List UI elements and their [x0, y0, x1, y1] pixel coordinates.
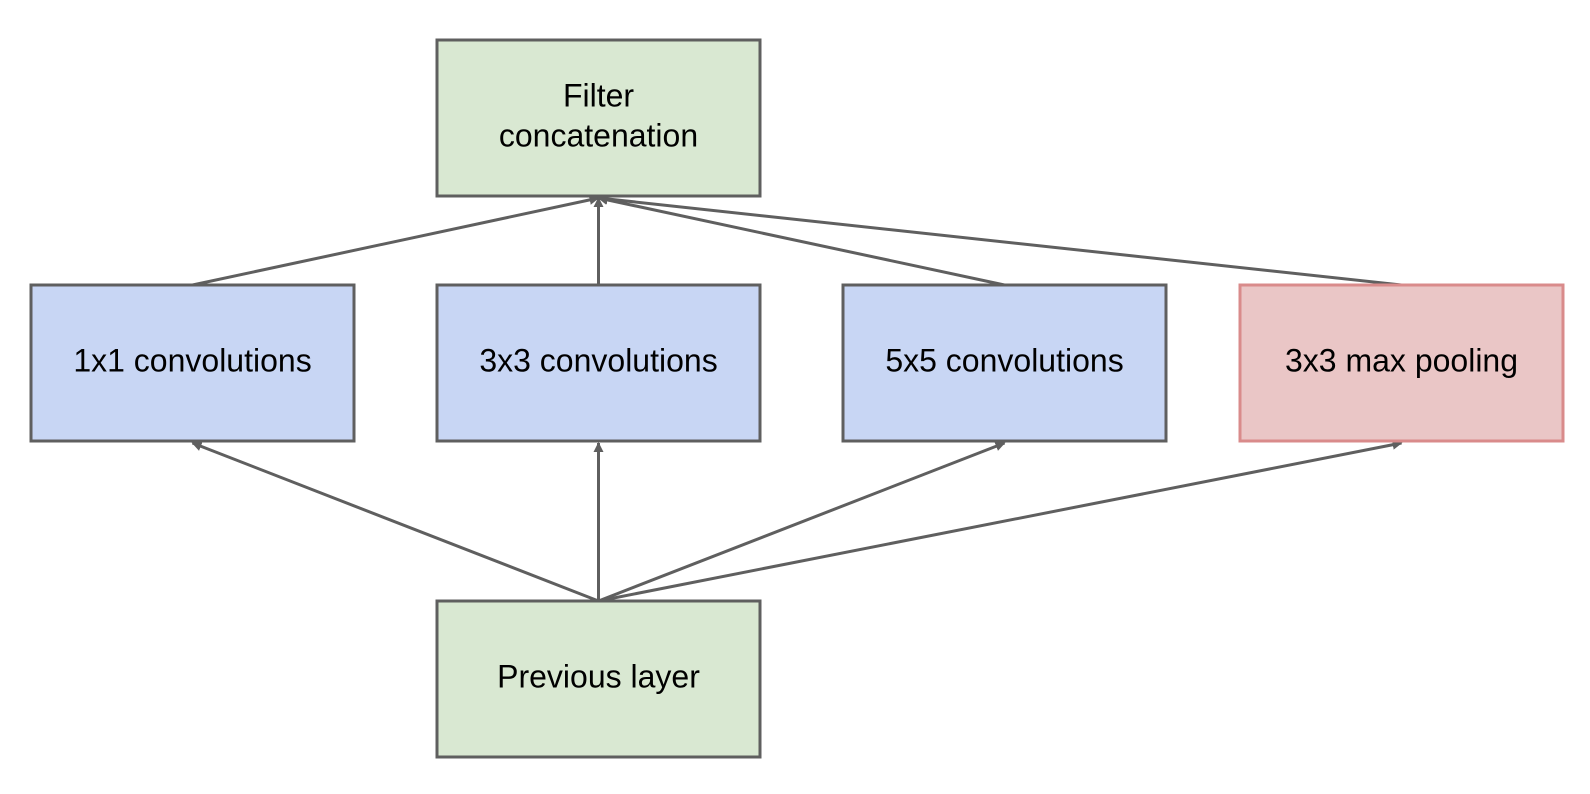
node-conv-5x5: 5x5 convolutions	[841, 283, 1168, 443]
edge-conv-1x1-to-filter-concat	[192, 194, 600, 287]
node-box-conv-3x3	[435, 283, 762, 443]
node-box-filter-concat	[435, 38, 762, 198]
node-label-filter-concat-1: concatenation	[499, 117, 698, 153]
node-label-previous-layer-0: Previous layer	[497, 658, 700, 694]
edges-layer	[191, 193, 1403, 603]
edge-conv-5x5-to-filter-concat	[597, 194, 1005, 287]
nodes-layer: Filter concatenation 1x1 convolutions 3x3 c…	[29, 38, 1565, 759]
node-box-conv-1x1	[29, 283, 356, 443]
edge-previous-layer-to-conv-5x5	[597, 441, 1006, 603]
node-conv-1x1: 1x1 convolutions	[29, 283, 356, 443]
node-label-conv-5x5-0: 5x5 convolutions	[885, 342, 1123, 378]
edge-max-pool-3x3-to-filter-concat	[597, 193, 1402, 287]
node-box-previous-layer	[435, 599, 762, 759]
node-conv-3x3: 3x3 convolutions	[435, 283, 762, 443]
node-label-conv-1x1-0: 1x1 convolutions	[73, 342, 311, 378]
node-max-pool-3x3: 3x3 max pooling	[1238, 283, 1565, 443]
edge-previous-layer-to-conv-1x1	[191, 441, 600, 603]
node-label-conv-3x3-0: 3x3 convolutions	[479, 342, 717, 378]
node-label-filter-concat-0: Filter	[563, 77, 634, 113]
edge-previous-layer-to-max-pool-3x3	[598, 439, 1403, 603]
node-box-max-pool-3x3	[1238, 283, 1565, 443]
node-previous-layer: Previous layer	[435, 599, 762, 759]
node-box-conv-5x5	[841, 283, 1168, 443]
node-filter-concat: Filter concatenation	[435, 38, 762, 198]
node-label-max-pool-3x3-0: 3x3 max pooling	[1285, 342, 1518, 378]
